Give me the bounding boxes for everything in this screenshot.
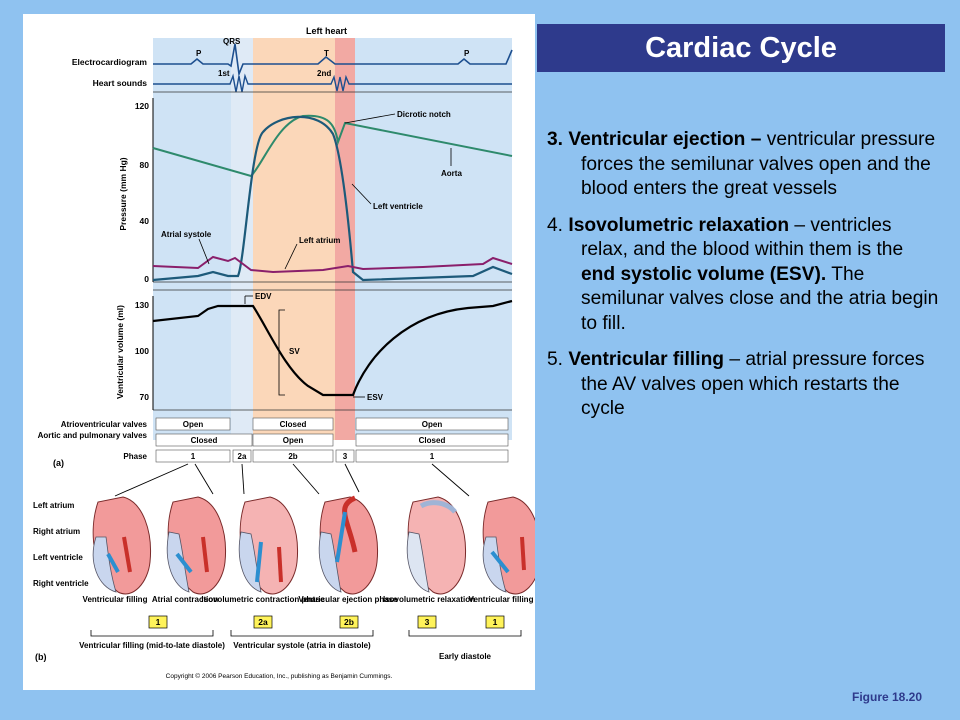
point-5-body: – atrial pressure forces the AV valves o… (581, 349, 925, 419)
av-open-1: Open (183, 420, 204, 429)
point-3-heading: Ventricular ejection – (568, 129, 762, 150)
ecg-wave-p1: P (196, 49, 202, 58)
point-ventricular-ejection: 3. Ventricular ejection – ventricular pr… (547, 128, 942, 202)
heart-stage-4 (318, 495, 379, 595)
heart-stage-1 (92, 496, 152, 595)
heart-sounds-trace (153, 73, 512, 93)
group-ventricular-filling: Ventricular filling (mid-to-late diastol… (79, 641, 225, 650)
tag-phase-3: 3 (425, 617, 430, 627)
tag-phase-2a: 2a (258, 617, 268, 627)
group-early-diastole: Early diastole (439, 652, 492, 661)
ecg-wave-p2: P (464, 49, 470, 58)
heart-stage-5 (406, 496, 467, 595)
pressure-tick-120: 120 (135, 101, 149, 111)
pressure-tick-0: 0 (144, 274, 149, 284)
panel-a-label: (a) (53, 458, 64, 468)
ecg-wave-t: T (324, 49, 329, 58)
slide-title: Cardiac Cycle (537, 24, 945, 72)
sv-label: SV (289, 347, 300, 356)
phase-1b: 1 (430, 452, 435, 461)
heart-stage-3 (238, 496, 299, 595)
point-4-body-a: – ventricles relax, and the blood within… (581, 214, 904, 261)
phase-bands (153, 38, 512, 440)
tag-phase-1a: 1 (156, 617, 161, 627)
caption-stage-5: Isovolumetric relaxation (383, 595, 475, 604)
point-ventricular-filling: 5. Ventricular filling – atrial pressure… (547, 348, 942, 422)
caption-stage-1: Ventricular filling (83, 595, 148, 604)
caption-stage-2: Atrial contraction (152, 595, 218, 604)
bullet-list: 3. Ventricular ejection – ventricular pr… (547, 128, 942, 434)
heart-illustrations (92, 495, 535, 595)
left-heart-label: Left heart (306, 26, 347, 36)
sl-closed-1: Closed (191, 436, 218, 445)
row-label-av-valves: Atrioventricular valves (61, 420, 148, 429)
figure-number: Figure 18.20 (852, 690, 923, 704)
valve-state-table: Atrioventricular valves Open Closed Open… (38, 417, 509, 463)
sl-closed-2: Closed (419, 436, 446, 445)
av-open-2: Open (422, 420, 443, 429)
volume-tick-130: 130 (135, 300, 149, 310)
point-4-heading: Isovolumetric relaxation (568, 214, 790, 236)
label-left-ventricle: Left ventricle (33, 553, 83, 562)
ventricular-volume-curve (152, 299, 513, 397)
row-label-phase: Phase (123, 452, 147, 461)
sound-1st: 1st (218, 69, 230, 78)
dicrotic-notch-label: Dicrotic notch (397, 110, 451, 119)
point-3-body: ventricular pressure forces the semiluna… (581, 129, 936, 199)
phase-arrows (114, 463, 470, 497)
volume-tick-70: 70 (140, 392, 150, 402)
label-left-atrium: Left atrium (33, 501, 74, 510)
tag-phase-1b: 1 (493, 617, 498, 627)
cardiac-cycle-figure: Left heart Electrocardiogram P QRS T P H… (23, 14, 535, 690)
volume-axis-label: Ventricular volume (ml) (115, 305, 125, 399)
point-4-esv: end systolic volume (ESV). (581, 263, 827, 285)
pressure-tick-80: 80 (140, 160, 150, 170)
left-atrium-pressure-curve (152, 255, 513, 274)
point-5-number: 5. (547, 349, 564, 370)
aorta-label: Aorta (441, 169, 462, 178)
point-isovolumetric-relaxation: 4. Isovolumetric relaxation – ventricles… (547, 214, 942, 337)
row-label-aortic-pulmonary: Aortic and pulmonary valves (38, 431, 148, 440)
copyright-notice: Copyright © 2006 Pearson Education, Inc.… (166, 672, 393, 680)
volume-tick-100: 100 (135, 346, 149, 356)
ecg-wave-qrs: QRS (223, 37, 241, 46)
group-ventricular-systole: Ventricular systole (atria in diastole) (233, 641, 371, 650)
caption-stage-4: Ventricular ejection phase (298, 595, 398, 604)
panel-b-label: (b) (35, 652, 47, 662)
point-5-heading: Ventricular filling (568, 349, 725, 370)
atrial-systole-label: Atrial systole (161, 230, 212, 239)
point-4-body-b: The semilunar valves close and the atria… (581, 263, 939, 334)
label-right-ventricle: Right ventricle (33, 579, 89, 588)
left-ventricle-label: Left ventricle (373, 202, 423, 211)
esv-label: ESV (367, 393, 384, 402)
av-closed: Closed (280, 420, 307, 429)
left-atrium-pressure-label: Left atrium (299, 236, 340, 245)
heart-sounds-label: Heart sounds (93, 78, 148, 88)
edv-label: EDV (255, 292, 272, 301)
point-3-number: 3. (547, 129, 564, 150)
heart-stage-6 (482, 496, 535, 595)
tag-phase-2b: 2b (344, 617, 354, 627)
point-4-number: 4. (547, 214, 564, 236)
label-right-atrium: Right atrium (33, 527, 80, 536)
left-ventricle-pressure-curve (152, 115, 513, 282)
slide-title-text: Cardiac Cycle (645, 31, 837, 64)
phase-3: 3 (343, 452, 348, 461)
phase-2b: 2b (288, 452, 297, 461)
pressure-axis-label: Pressure (mm Hg) (118, 157, 128, 230)
caption-stage-3: Isovolumetric contraction phase (201, 595, 325, 604)
sound-2nd: 2nd (317, 69, 331, 78)
ecg-trace (153, 43, 513, 78)
cardiac-cycle-diagram: Left heart Electrocardiogram P QRS T P H… (33, 26, 535, 680)
caption-stage-6: Ventricular filling (469, 595, 534, 604)
heart-stage-2 (166, 496, 227, 595)
pressure-tick-40: 40 (140, 216, 150, 226)
phase-1a: 1 (191, 452, 196, 461)
sl-open: Open (283, 436, 304, 445)
ecg-label: Electrocardiogram (72, 57, 148, 67)
phase-2a: 2a (238, 452, 247, 461)
